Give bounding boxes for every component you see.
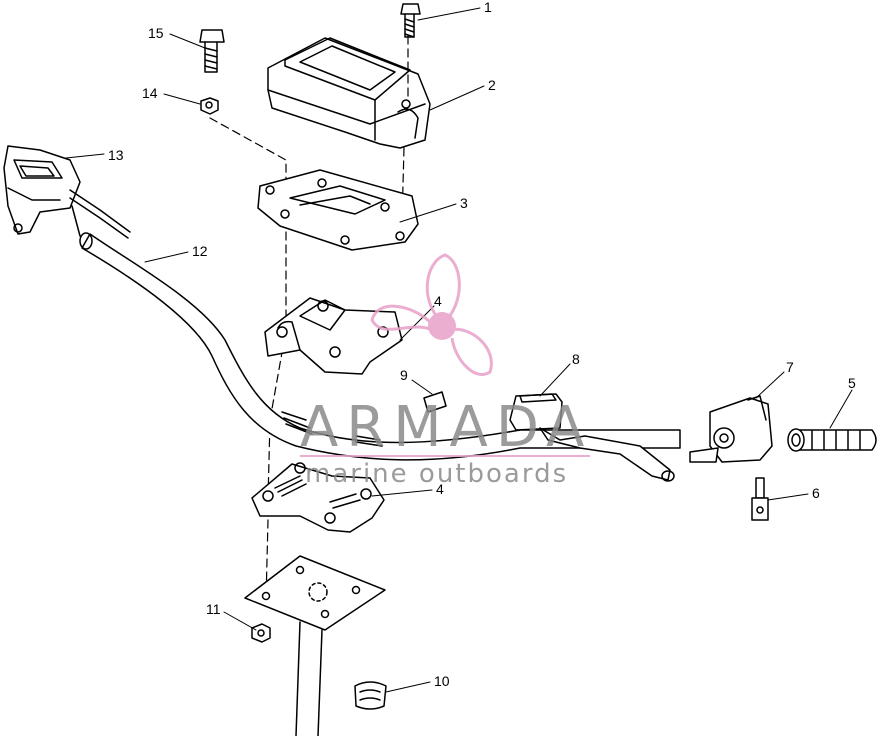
cable-clamp-part-10 [354, 681, 387, 710]
callout-12: 12 [192, 243, 208, 259]
callout-15: 15 [148, 25, 164, 41]
callout-9: 9 [400, 367, 408, 383]
clamp-plate-part-3 [257, 169, 419, 251]
leader-lines [65, 7, 853, 693]
bolt-part-1 [400, 3, 421, 38]
callout-labels: 1 2 3 4 4 5 6 7 8 9 10 11 12 13 14 15 [108, 0, 856, 689]
callout-4-lower: 4 [436, 481, 444, 497]
watermark-tagline: marine outboards [305, 459, 568, 489]
propeller-logo-icon [370, 253, 493, 376]
brake-control-part-13 [3, 145, 131, 239]
screw-part-6 [751, 477, 769, 521]
callout-13: 13 [108, 147, 124, 163]
callout-6: 6 [812, 485, 820, 501]
steering-stem-plate [244, 555, 386, 736]
callout-7: 7 [786, 359, 794, 375]
upper-clamp-block-part-4 [264, 297, 403, 375]
block-part-9 [423, 391, 447, 413]
callout-10: 10 [434, 673, 450, 689]
callout-1: 1 [484, 0, 492, 15]
callout-3: 3 [460, 195, 468, 211]
callout-8: 8 [572, 351, 580, 367]
callout-14: 14 [142, 85, 158, 101]
grip-part-5 [787, 428, 877, 452]
nut-part-14 [200, 97, 219, 115]
callout-4-upper: 4 [434, 293, 442, 309]
lower-clamp-block-part-4 [251, 462, 385, 533]
switch-housing-part-8 [509, 393, 675, 482]
watermark-brand: ARMADA [300, 395, 592, 460]
armada-watermark: ARMADA marine outboards [300, 253, 592, 489]
callout-5: 5 [848, 375, 856, 391]
callout-2: 2 [488, 77, 496, 93]
bolt-part-15 [199, 29, 225, 73]
throttle-housing-part-7 [689, 395, 773, 463]
nut-part-11 [251, 623, 271, 643]
handlebar-pad-part-2 [267, 37, 431, 149]
callout-11: 11 [206, 601, 221, 617]
